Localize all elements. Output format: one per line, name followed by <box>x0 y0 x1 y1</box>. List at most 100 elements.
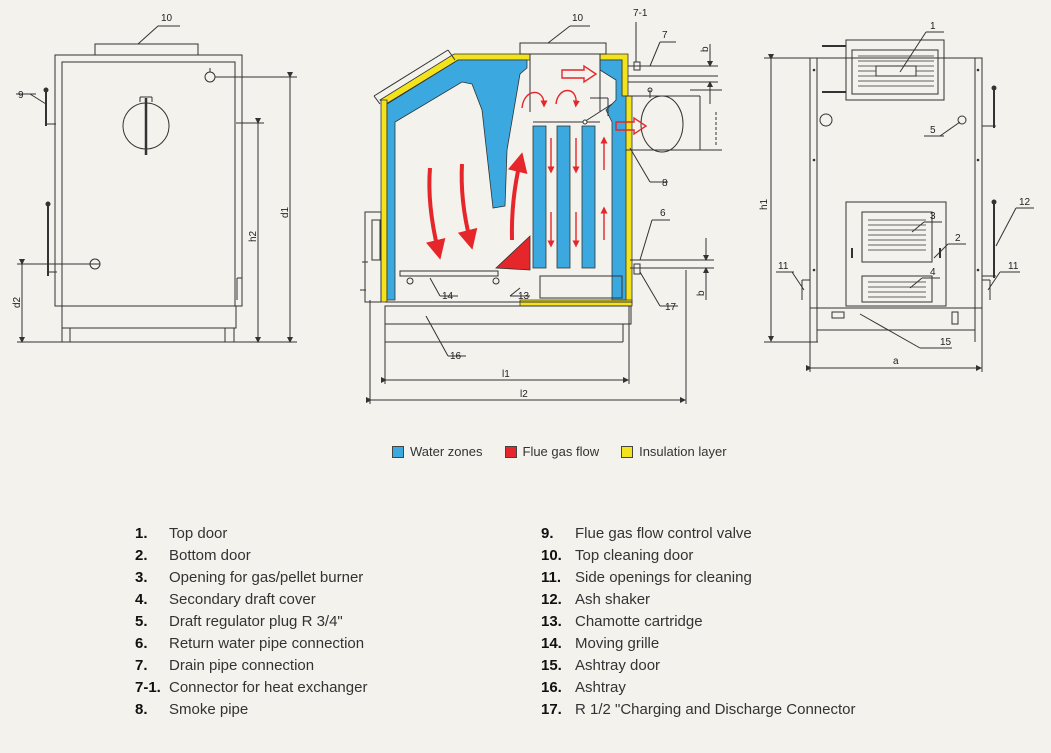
dim-h1: h1 <box>759 198 770 210</box>
section-callout-17: 17 <box>665 302 677 313</box>
section-callout-13: 13 <box>518 291 530 302</box>
part-item: 1. Top door <box>135 523 367 545</box>
legend: Water zones Flue gas flow Insulation lay… <box>392 444 727 459</box>
dim-d2: d2 <box>12 296 23 308</box>
part-label: Return water pipe connection <box>169 635 365 652</box>
part-label: Side openings for cleaning <box>575 569 752 586</box>
part-label: Bottom door <box>169 547 251 564</box>
part-number: 9. <box>541 525 554 542</box>
front-view <box>16 25 297 343</box>
legend-insulation-label: Insulation layer <box>639 444 727 459</box>
rear-callout-4: 4 <box>930 267 936 278</box>
front-body <box>54 54 243 307</box>
part-number: 17. <box>541 701 562 718</box>
part-item: 11. Side openings for cleaning <box>541 567 855 589</box>
rear-callout-11-right: 11 <box>1008 261 1019 272</box>
part-label: Top door <box>169 525 228 542</box>
section-view <box>360 22 722 404</box>
front-draft-plug <box>204 71 216 83</box>
water-tube-3 <box>581 125 596 269</box>
dim-b-top: b <box>700 46 711 52</box>
rear-secondary-draft-cover <box>861 275 933 303</box>
part-label: Chamotte cartridge <box>575 613 703 630</box>
part-label: Smoke pipe <box>169 701 249 718</box>
part-item: 5. Draft regulator plug R 3/4" <box>135 611 367 633</box>
part-number: 7-1. <box>135 679 161 696</box>
parts-list-right: 9.Flue gas flow control valve 10.Top cle… <box>541 523 855 721</box>
part-label: Connector for heat exchanger <box>169 679 368 696</box>
dim-h2: h2 <box>248 230 259 242</box>
section-callout-14: 14 <box>442 291 454 302</box>
rear-draft-plug <box>957 115 967 125</box>
part-label: Draft regulator plug R 3/4" <box>169 613 343 630</box>
part-item: 9.Flue gas flow control valve <box>541 523 855 545</box>
section-callout-7: 7 <box>662 30 668 41</box>
legend-flue-swatch <box>504 445 517 458</box>
legend-insulation: Insulation layer <box>621 444 727 459</box>
chamotte-cartridge <box>495 235 531 271</box>
part-item: 10.Top cleaning door <box>541 545 855 567</box>
rear-view <box>764 31 1034 372</box>
front-callout-10: 10 <box>161 13 173 24</box>
part-item: 17. R 1/2 "Charging and Discharge Connect… <box>541 699 855 721</box>
legend-flue: Flue gas flow <box>504 444 600 459</box>
part-item: 7-1. Connector for heat exchanger <box>135 677 367 699</box>
section-callout-8: 8 <box>662 178 668 189</box>
rear-callout-5: 5 <box>930 125 936 136</box>
part-item: 7.Drain pipe connection <box>135 655 367 677</box>
part-item: 4. Secondary draft cover <box>135 589 367 611</box>
water-tube-1 <box>532 125 547 269</box>
part-number: 1. <box>135 525 148 542</box>
section-callout-7-1: 7-1 <box>633 8 648 19</box>
part-item: 6.Return water pipe connection <box>135 633 367 655</box>
part-number: 4. <box>135 591 148 608</box>
rear-callout-2: 2 <box>955 233 961 244</box>
dim-l1: l1 <box>502 369 510 380</box>
part-number: 15. <box>541 657 562 674</box>
part-number: 5. <box>135 613 148 630</box>
part-label: Secondary draft cover <box>169 591 316 608</box>
boiler-technical-drawing: 10 9 d1 h2 d2 <box>12 8 1034 404</box>
rear-callout-1: 1 <box>930 21 936 32</box>
part-number: 13. <box>541 613 562 630</box>
section-callout-6: 6 <box>660 208 666 219</box>
dim-a: a <box>893 356 899 367</box>
part-label: Ashtray <box>575 679 626 696</box>
part-item: 8. Smoke pipe <box>135 699 367 721</box>
part-number: 14. <box>541 635 562 652</box>
part-number: 10. <box>541 547 562 564</box>
legend-insulation-swatch <box>621 445 634 458</box>
section-callout-10: 10 <box>572 13 584 24</box>
rear-gauge <box>819 113 833 127</box>
water-tube-2 <box>556 125 571 269</box>
rear-top-door <box>845 39 945 101</box>
rear-body <box>809 57 983 309</box>
rear-callout-3: 3 <box>930 211 936 222</box>
part-number: 11. <box>541 569 562 586</box>
part-number: 12. <box>541 591 562 608</box>
legend-flue-label: Flue gas flow <box>522 444 600 459</box>
parts-list-left: 1.Top door 2.Bottom door 3.Opening for g… <box>135 523 367 721</box>
part-label: Opening for gas/pellet burner <box>169 569 364 586</box>
rear-bottom-door-frame <box>845 201 947 307</box>
part-item: 2.Bottom door <box>135 545 367 567</box>
part-label: Drain pipe connection <box>169 657 315 674</box>
front-callout-9: 9 <box>18 90 24 101</box>
part-item: 14.Moving grille <box>541 633 855 655</box>
part-number: 16. <box>541 679 562 696</box>
section-callout-16: 16 <box>450 351 462 362</box>
part-item: 12.Ash shaker <box>541 589 855 611</box>
part-number: 8. <box>135 701 148 718</box>
rear-callout-11-left: 11 <box>778 261 789 272</box>
rear-callout-15: 15 <box>940 337 952 348</box>
rear-burner-opening <box>861 211 933 263</box>
part-label: R 1/2 "Charging and Discharge Connector <box>575 701 856 718</box>
dim-b-bottom: b <box>696 290 707 296</box>
legend-water-swatch <box>392 445 404 458</box>
water-jacket-right <box>599 59 627 301</box>
part-item: 15. Ashtray door <box>541 655 855 677</box>
rear-callout-12: 12 <box>1019 197 1031 208</box>
part-item: 16. Ashtray <box>541 677 855 699</box>
part-label: Ashtray door <box>575 657 661 674</box>
water-jacket-left-top <box>386 59 528 301</box>
